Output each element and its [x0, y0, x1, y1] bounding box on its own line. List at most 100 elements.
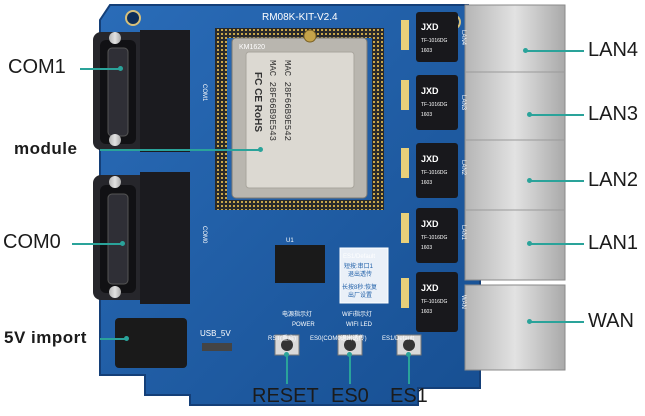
callout-line-reset — [286, 354, 288, 384]
pin-header-right — [372, 30, 384, 205]
label-5v-import: 5V import — [4, 328, 87, 347]
callout-dot-lan3 — [527, 112, 532, 117]
transformer-brand: JXD — [421, 219, 439, 229]
callout-dot-lan2 — [527, 178, 532, 183]
callout-dot-power — [124, 336, 129, 341]
transformer-part: TF-1016DG — [421, 235, 448, 241]
port-silk-labels: LAN4 LAN3 LAN2 LAN1 WAN — [460, 30, 466, 309]
transformer-code: 1603 — [421, 309, 432, 315]
wifi-module-shield — [245, 51, 355, 189]
callout-line-es1 — [408, 354, 410, 384]
label-es1: ES1 — [390, 385, 428, 407]
transformer-code: 1603 — [421, 112, 432, 118]
transformer-part: TF-1016DG — [421, 170, 448, 176]
callout-line-com1 — [80, 68, 120, 70]
transformer-brand: JXD — [421, 86, 439, 96]
module-fcc: FC CE RoHS — [252, 72, 263, 132]
silk-lan1: LAN1 — [460, 225, 466, 241]
reset-silk: RST(重启) — [268, 334, 296, 342]
callout-line-es0 — [349, 354, 351, 384]
callout-line-com0 — [72, 243, 122, 245]
silk-lan4: LAN4 — [460, 30, 466, 46]
es0-silk: ES0(COM0退出透传) — [310, 334, 367, 342]
es1-button-cap — [403, 339, 415, 351]
power-led-silk: POWER — [292, 322, 315, 328]
label-es0: ES0 — [331, 385, 369, 407]
transformer-code: 1603 — [421, 180, 432, 186]
com1-silk: COM1 — [201, 84, 207, 102]
silkscreen-title: RM08K-KIT-V2.4 — [262, 12, 338, 23]
label-com1: COM1 — [8, 56, 66, 78]
callout-dot-wan — [527, 319, 532, 324]
transformer-code: 1603 — [421, 245, 432, 251]
com0-silk: COM0 — [201, 226, 207, 244]
callout-line-lan2 — [530, 180, 584, 182]
info-box-line4: 出厂设置 — [348, 291, 372, 299]
transformer-part: TF-1016DG — [421, 38, 448, 44]
transformer-code: 1603 — [421, 48, 432, 54]
label-lan4: LAN4 — [588, 39, 639, 61]
transformer-brand: JXD — [421, 154, 439, 164]
callout-line-lan1 — [530, 243, 584, 245]
magnetics-column — [416, 12, 458, 332]
info-box — [339, 247, 389, 304]
label-wan: WAN — [588, 310, 634, 332]
wifi-led-cn: WiFi指示灯 — [342, 310, 372, 318]
callout-dot-com0 — [120, 241, 125, 246]
module-mac-2: MAC 28F66B9E543 — [267, 60, 277, 141]
antenna-pad — [303, 29, 317, 43]
callout-dot-com1 — [118, 66, 123, 71]
db9-com1 — [93, 30, 190, 152]
module-mac-1: MAC 28F66B9E542 — [282, 60, 292, 141]
es1-default-silk: ES1/Default — [343, 254, 375, 260]
callout-dot-reset — [284, 352, 289, 357]
callout-line-wan — [530, 321, 584, 323]
reset-button-cap — [281, 339, 293, 351]
transformer-brand: JXD — [421, 283, 439, 293]
chip-u1 — [275, 245, 325, 283]
callout-dot-es0 — [347, 352, 352, 357]
usb-silk: USB_5V — [200, 329, 231, 338]
pin-header-left — [215, 30, 227, 205]
info-box-line3: 长按8秒:恢复 — [342, 283, 377, 291]
transformer-part: TF-1016DG — [421, 299, 448, 305]
wifi-led-silk: WIFI LED — [346, 322, 373, 328]
u1-silk: U1 — [286, 238, 294, 244]
callout-line-module — [100, 149, 260, 151]
label-reset: RESET — [252, 385, 319, 407]
label-com0: COM0 — [3, 231, 61, 253]
callout-dot-lan4 — [523, 48, 528, 53]
pin-header-top — [215, 28, 384, 38]
callout-line-lan3 — [530, 114, 584, 116]
module-vendor: KM1620 — [239, 44, 265, 51]
callout-dot-lan1 — [527, 241, 532, 246]
transformer-labels: JXD JXD JXD JXD JXD TF-1016DG TF-1016DG … — [421, 22, 448, 315]
silk-lan3: LAN3 — [460, 95, 466, 111]
power-jack — [115, 318, 187, 368]
db9-com0 — [93, 172, 190, 304]
info-box-line1: 短按:串口1 — [344, 262, 374, 270]
silk-lan2: LAN2 — [460, 160, 466, 176]
label-lan2: LAN2 — [588, 169, 639, 191]
label-lan1: LAN1 — [588, 232, 639, 254]
mount-hole — [125, 10, 141, 26]
callout-line-power — [100, 338, 126, 340]
silk-wan: WAN — [460, 295, 466, 309]
callout-dot-module — [258, 147, 263, 152]
callout-line-lan4 — [526, 50, 584, 52]
label-module: module — [14, 139, 78, 158]
transformer-part: TF-1016DG — [421, 102, 448, 108]
es1-silk: ES1/Default — [382, 336, 414, 342]
power-led-cn: 电源指示灯 — [282, 310, 312, 318]
pin-header-bottom — [215, 200, 384, 210]
info-box-line2: 退出透传 — [348, 270, 372, 278]
usb-port — [202, 343, 232, 351]
led-column — [401, 20, 409, 308]
transformer-brand: JXD — [421, 22, 439, 32]
callout-dot-es1 — [406, 352, 411, 357]
label-lan3: LAN3 — [588, 103, 639, 125]
rj45-block — [464, 4, 566, 371]
es0-button-cap — [344, 339, 356, 351]
